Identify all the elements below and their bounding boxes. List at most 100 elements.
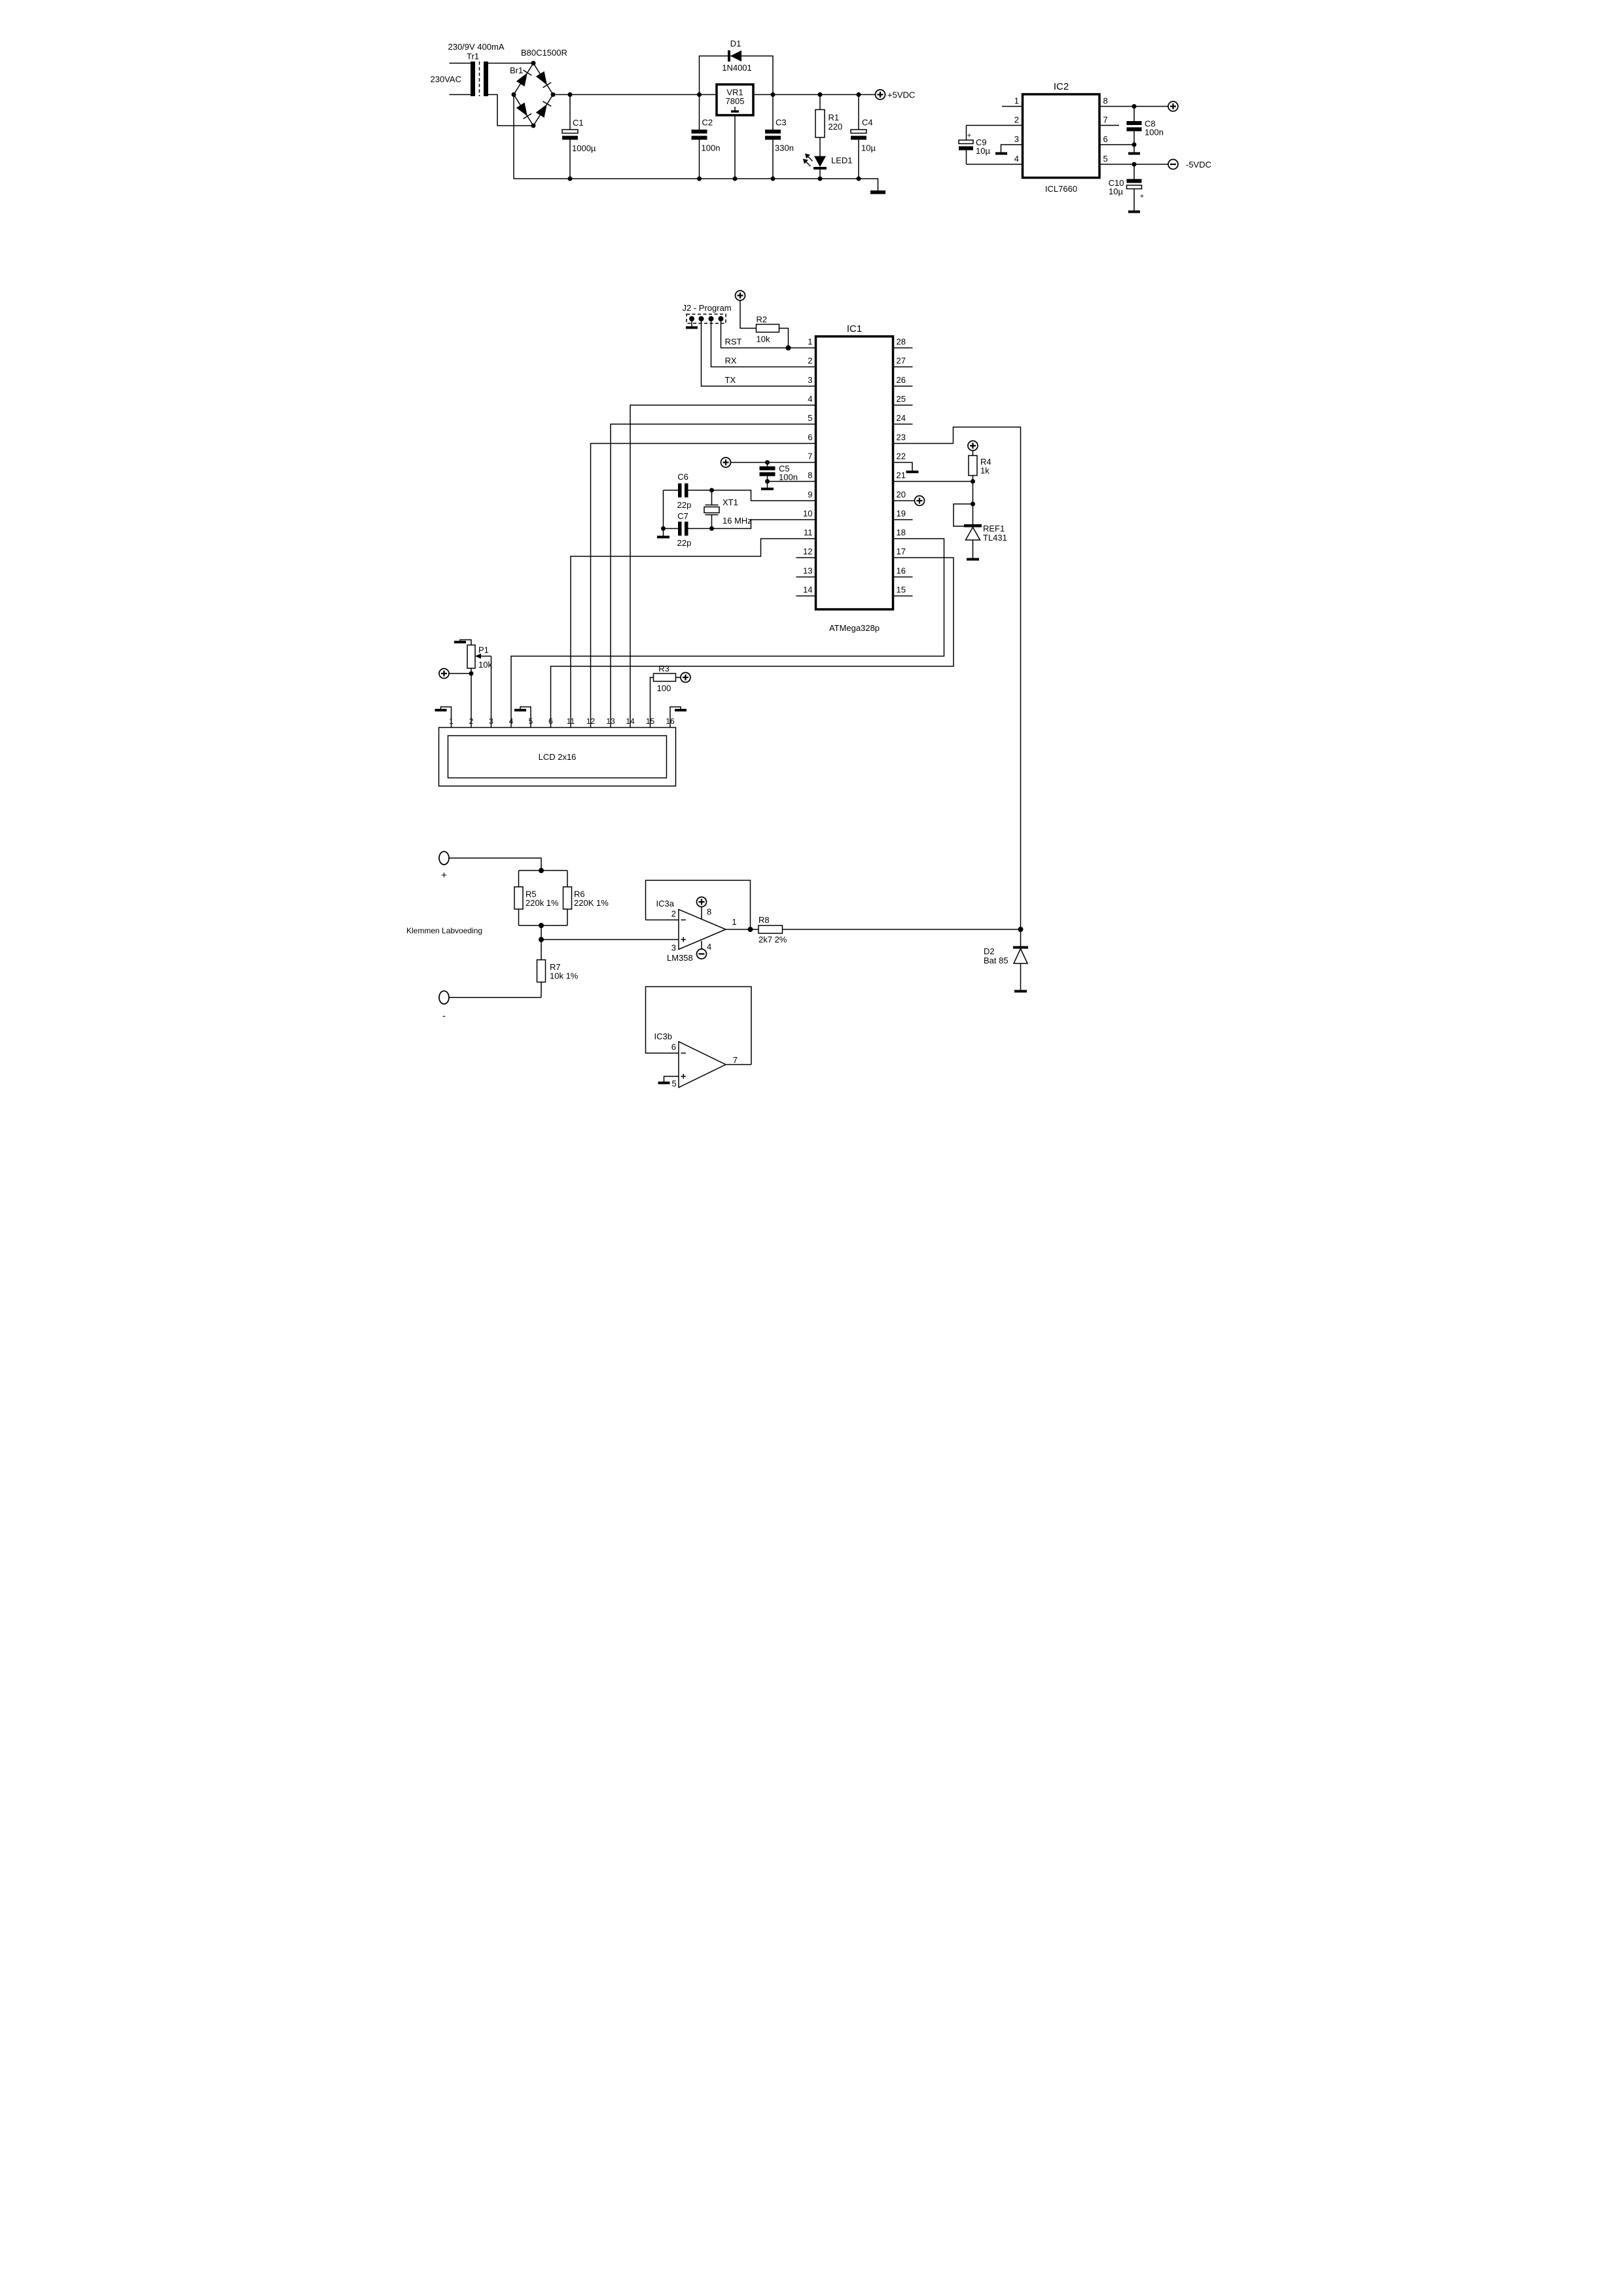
ic1-pin-label: 17 bbox=[897, 547, 906, 556]
ic1-pin-label: 26 bbox=[897, 375, 906, 385]
xt1-name-label: XT1 bbox=[722, 497, 738, 507]
ref1-name-label: REF1 bbox=[983, 524, 1005, 533]
lcd-pin-label: 16 bbox=[666, 717, 675, 726]
noninverting-input-mark bbox=[681, 937, 686, 942]
c7-name-label: C7 bbox=[677, 511, 688, 521]
ic1-pin-label: 2 bbox=[808, 356, 812, 366]
ic2-pin-label: 5 bbox=[1103, 154, 1108, 164]
resistor-r3: R3 100 bbox=[649, 664, 691, 728]
d2-name-label: D2 bbox=[984, 946, 995, 956]
ic3a-pin1-label: 1 bbox=[732, 917, 736, 927]
vr1-name-label: VR1 bbox=[726, 88, 743, 98]
lcd-inner bbox=[447, 735, 668, 779]
d1-name-label: D1 bbox=[730, 39, 741, 48]
lcd-pin-label: 4 bbox=[509, 717, 514, 726]
c9-plus-mark: + bbox=[967, 132, 971, 140]
led1: LED1 bbox=[803, 153, 853, 179]
ic2-pin-label: 3 bbox=[1014, 134, 1019, 144]
resistor-r2: R2 10k bbox=[734, 290, 791, 351]
capacitor-c5: C5 100n bbox=[720, 457, 816, 490]
ic3b-pin7-label: 7 bbox=[733, 1055, 738, 1065]
ic1-pin-label: 22 bbox=[897, 452, 906, 461]
ic3a-pin2-label: 2 bbox=[671, 909, 676, 919]
r5-value-label: 220k 1% bbox=[526, 898, 559, 908]
br1-part-label: B80C1500R bbox=[521, 48, 567, 58]
capacitor-c9: + C9 10µ bbox=[958, 125, 990, 164]
lcd-section: P1 10k R3 100 LCD 2x16 bbox=[435, 639, 691, 787]
ic1-body bbox=[814, 335, 895, 611]
capacitor-c2: C2 100n bbox=[691, 94, 720, 179]
ic1-pin-label: 11 bbox=[804, 528, 813, 537]
j2-label: J2 - Program bbox=[683, 303, 732, 313]
r8-name-label: R8 bbox=[758, 915, 770, 925]
ic1-pin-label: 27 bbox=[897, 356, 906, 366]
ic1-pin-label: 15 bbox=[897, 585, 906, 595]
c1-name-label: C1 bbox=[573, 118, 584, 128]
bridge-diode-1 bbox=[516, 69, 532, 87]
ic1-pin-label: 25 bbox=[897, 394, 906, 404]
reference-tl431: REF1 TL431 bbox=[953, 501, 1007, 561]
capacitor-c3: C3 330n bbox=[765, 94, 794, 179]
ic2-name-label: IC2 bbox=[1054, 81, 1069, 92]
ic1-pin-label: 19 bbox=[897, 509, 906, 518]
ic1-pin-label: 14 bbox=[803, 585, 812, 595]
ic3a-pin4-label: 4 bbox=[707, 942, 711, 952]
tr1-spec-label: 230/9V 400mA bbox=[448, 42, 504, 52]
led1-name-label: LED1 bbox=[831, 156, 853, 166]
r3-name-label: R3 bbox=[658, 664, 669, 673]
minus-terminal-label: - bbox=[442, 1011, 446, 1022]
tr1-input-label: 230VAC bbox=[431, 75, 461, 84]
c8-value-label: 100n bbox=[1145, 128, 1164, 137]
c3-value-label: 330n bbox=[775, 143, 794, 153]
ic3a-part-label: LM358 bbox=[667, 953, 693, 963]
plus5v-terminal: +5VDC bbox=[874, 89, 915, 100]
ic2-pin-label: 8 bbox=[1103, 96, 1108, 106]
ic1-pin-label: 5 bbox=[808, 413, 812, 423]
c2-name-label: C2 bbox=[702, 118, 713, 128]
crystal-xt1 bbox=[704, 490, 720, 529]
plus-terminal: + bbox=[438, 851, 542, 881]
mcu-section: J2 - Program R2 10k RST RX T bbox=[510, 290, 1022, 929]
ic2-pin-label: 7 bbox=[1103, 115, 1108, 125]
lcd-ground-jogs bbox=[435, 706, 687, 728]
minus5v-label: -5VDC bbox=[1186, 160, 1211, 170]
c8-name-label: C8 bbox=[1145, 119, 1156, 129]
ic1-pin-label: 4 bbox=[808, 394, 812, 404]
ic2-body bbox=[1021, 93, 1101, 179]
r2-name-label: R2 bbox=[757, 315, 768, 325]
ic2-pin-label: 6 bbox=[1103, 134, 1108, 144]
ic3a-pin8-label: 8 bbox=[707, 907, 711, 917]
ic1-pin-label: 21 bbox=[897, 471, 906, 480]
ic3b-name-label: IC3b bbox=[654, 1031, 672, 1041]
ic3a-name-label: IC3a bbox=[656, 899, 675, 908]
r2-value-label: 10k bbox=[757, 334, 770, 344]
vr1-part-label: 7805 bbox=[726, 96, 745, 106]
lcd-label: LCD 2x16 bbox=[539, 752, 577, 762]
lcd-module: LCD 2x16 1 2 3 4 5 6 11 12 13 14 15 16 bbox=[438, 717, 677, 787]
ic1-atmega328p: IC1 ATMega328p 1 2 3 4 5 6 7 8 9 10 11 1… bbox=[796, 323, 913, 633]
c1-value-label: 1000µ bbox=[572, 143, 596, 153]
minus5v-net: -5VDC bbox=[1099, 158, 1211, 170]
ic2-pin-label: 1 bbox=[1014, 96, 1019, 106]
bridge-diode-2 bbox=[535, 71, 552, 88]
ic1-pin-label: 3 bbox=[808, 375, 812, 385]
c9-name-label: C9 bbox=[976, 137, 987, 147]
led-light-arrows bbox=[803, 153, 813, 167]
lcd-pin-label: 13 bbox=[606, 717, 615, 726]
resistor-r4: R4 1k bbox=[967, 440, 991, 504]
r7-name-label: R7 bbox=[550, 962, 561, 972]
capacitor-c4: C4 10µ bbox=[850, 94, 876, 179]
lcd-pin-label: 14 bbox=[626, 717, 635, 726]
capacitor-c1: C1 1000µ bbox=[562, 94, 596, 179]
r1-value-label: 220 bbox=[829, 122, 843, 132]
c4-value-label: 10µ bbox=[861, 143, 876, 153]
negative-supply-section: IC2 ICL7660 1 2 3 4 8 7 6 5 + C9 10µ bbox=[958, 81, 1211, 213]
r8-value-label: 2k7 2% bbox=[758, 935, 787, 944]
transformer-secondary-winding bbox=[484, 62, 488, 96]
ic2-pin-label: 2 bbox=[1014, 115, 1019, 125]
c4-name-label: C4 bbox=[862, 118, 873, 128]
resistor-r1: R1 220 bbox=[815, 94, 843, 156]
r5-name-label: R5 bbox=[526, 889, 537, 899]
transformer-tr1: 230/9V 400mA Tr1 230VAC bbox=[431, 42, 533, 126]
lcd-pin-label: 15 bbox=[646, 717, 655, 726]
